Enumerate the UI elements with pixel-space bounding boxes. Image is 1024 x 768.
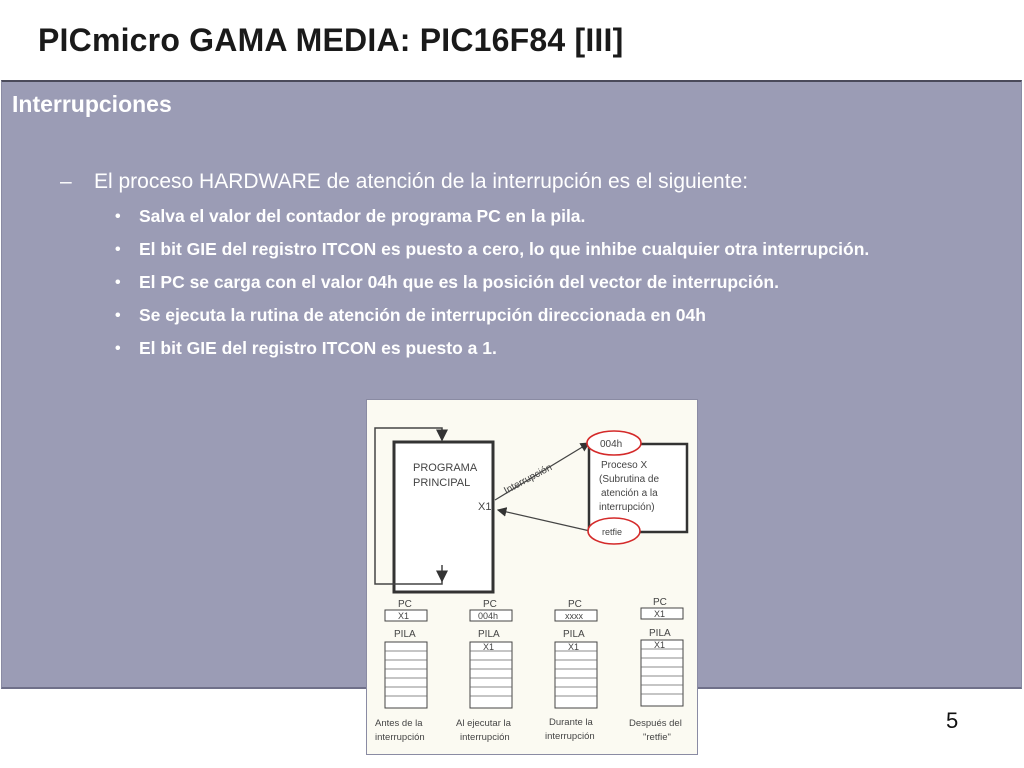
page-number: 5 [946, 708, 959, 733]
bullet-dot: • [115, 340, 121, 357]
stack-label: PILA [649, 628, 671, 639]
stage-caption-1: Al ejecutar la [456, 718, 512, 729]
pc-register [384, 609, 428, 622]
subroutine-label-1: Proceso X [601, 460, 647, 471]
bullet-text: Se ejecuta la rutina de atención de inte… [139, 305, 706, 325]
stage-after-retfie: PC X1 PILA X1 Después del "retfie" [629, 597, 684, 743]
stack-top-value: X1 [483, 642, 494, 652]
pc-label: PC [653, 597, 667, 608]
sub-item-text: El proceso HARDWARE de atención de la in… [94, 170, 749, 193]
bullet-list: • Salva el valor del contador de programa… [115, 204, 1013, 369]
subroutine-label-3: atención a la [601, 488, 658, 499]
main-program-label-2: PRINCIPAL [413, 477, 470, 489]
interrupt-diagram: PROGRAMA PRINCIPAL X1 Interrupción Proce… [366, 399, 698, 755]
bullet-text: El bit GIE del registro ITCON es puesto … [139, 338, 497, 358]
stage-caption-1: Después del [629, 718, 682, 729]
pc-value: 004h [478, 611, 498, 621]
stack-label: PILA [394, 629, 416, 640]
bullet-dot: • [115, 274, 121, 291]
stack-label: PILA [478, 629, 500, 640]
bullet-item: • El bit GIE del registro ITCON es puesto… [115, 336, 1013, 361]
stack-lines [470, 650, 512, 697]
stack-box [384, 641, 428, 709]
stage-caption-2: interrupción [460, 732, 510, 743]
subroutine-label-2: (Subrutina de [599, 474, 659, 485]
stack-label: PILA [563, 629, 585, 640]
stack-box [469, 641, 513, 709]
pc-register [554, 609, 598, 622]
pc-register [640, 607, 684, 620]
bullet-dot: • [115, 241, 121, 258]
bullet-item: • Salva el valor del contador de programa… [115, 204, 1013, 229]
main-program-label-1: PROGRAMA [413, 462, 478, 474]
pc-label: PC [398, 599, 412, 610]
bullet-text: Salva el valor del contador de programa … [139, 206, 586, 226]
pc-value: X1 [654, 609, 665, 619]
bullet-dot: • [115, 307, 121, 324]
stack-lines [555, 650, 597, 697]
retfie-highlight-circle [587, 517, 641, 545]
stack-box [640, 639, 684, 707]
x1-label: X1 [478, 501, 491, 513]
pc-label: PC [483, 599, 497, 610]
retfie-label: retfie [602, 527, 622, 537]
pc-value: X1 [398, 611, 409, 621]
stage-during: PC xxxx PILA X1 Durante la interrupción [545, 599, 598, 742]
vector-label: 004h [600, 439, 622, 450]
interrupt-label: Interrupción [502, 462, 554, 497]
bullet-item: • El PC se carga con el valor 04h que es … [115, 270, 1013, 295]
dash-bullet: – [60, 170, 72, 193]
stage-caption-1: Antes de la [375, 718, 423, 729]
stack-lines [641, 648, 683, 695]
pc-register [469, 609, 513, 622]
bullet-item: • El bit GIE del registro ITCON es puesto… [115, 237, 1013, 262]
stage-executing: PC 004h PILA X1 Al ejecutar la interrupc… [456, 599, 513, 743]
bullet-dot: • [115, 208, 121, 225]
stage-caption-2: interrupción [545, 731, 595, 742]
interrupt-arrow [494, 442, 591, 501]
sub-item: –El proceso HARDWARE de atención de la i… [60, 170, 748, 194]
stage-before: PC X1 PILA Antes de la interrupción [375, 599, 428, 743]
stack-lines [385, 650, 427, 697]
stack-box [554, 641, 598, 709]
pc-label: PC [568, 599, 582, 610]
vector-highlight-circle [586, 430, 642, 456]
stack-top-value: X1 [568, 642, 579, 652]
main-program-box [392, 440, 495, 594]
return-arrow [496, 507, 591, 532]
interrupt-diagram-svg: PROGRAMA PRINCIPAL X1 Interrupción Proce… [374, 427, 689, 743]
section-heading: Interrupciones [12, 91, 172, 117]
stage-caption-1: Durante la [549, 717, 594, 728]
bullet-text: El bit GIE del registro ITCON es puesto … [139, 239, 870, 259]
pc-value: xxxx [565, 611, 584, 621]
slide-title: PICmicro GAMA MEDIA: PIC16F84 [III] [38, 22, 624, 58]
subroutine-label-4: interrupción) [599, 502, 655, 513]
bullet-text: El PC se carga con el valor 04h que es l… [139, 272, 779, 292]
stack-top-value: X1 [654, 640, 665, 650]
bullet-item: • Se ejecuta la rutina de atención de int… [115, 303, 1013, 328]
stage-caption-2: interrupción [375, 732, 425, 743]
stage-caption-2: "retfie" [643, 732, 671, 743]
